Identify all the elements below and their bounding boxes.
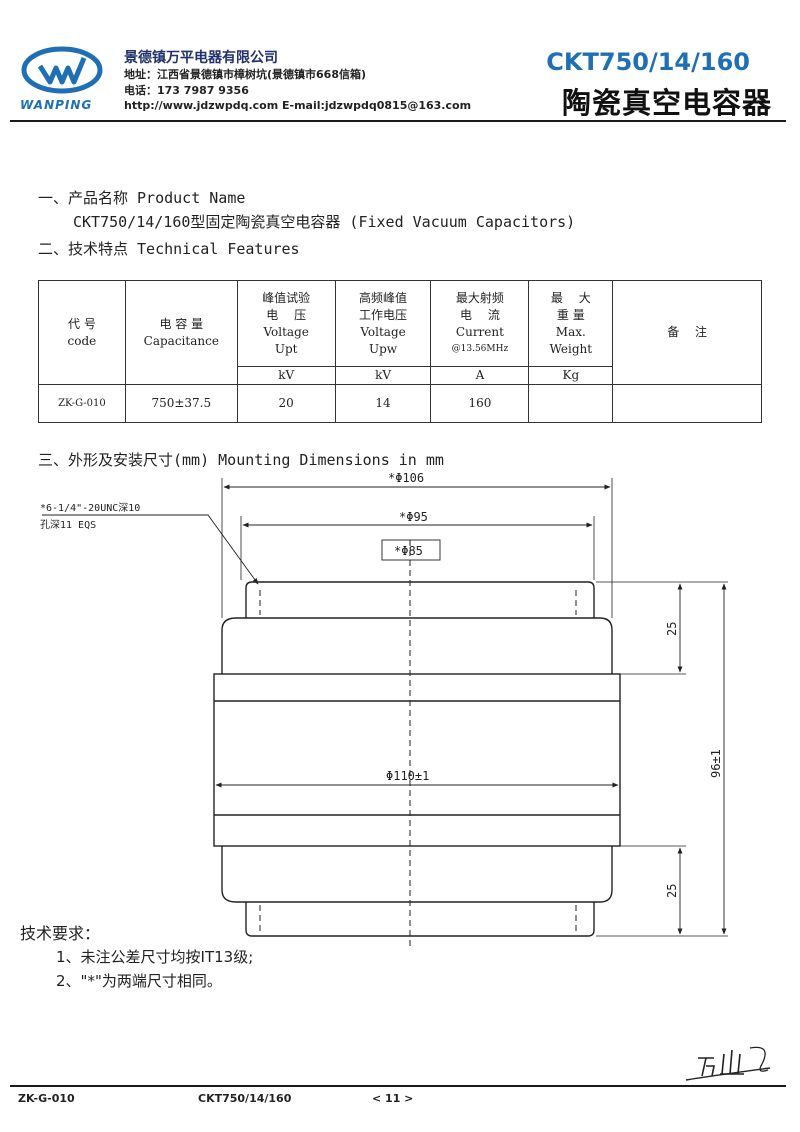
unit-work-voltage: kV — [334, 366, 432, 385]
cell-weight — [528, 384, 614, 423]
requirements-title: 技术要求： — [20, 924, 101, 943]
footer-model: CKT750/14/160 — [198, 1092, 292, 1105]
header-divider — [10, 120, 786, 122]
company-logo: WANPING — [20, 44, 112, 116]
footer-code: ZK-G-010 — [18, 1092, 75, 1105]
cell-code: ZK-G-010 — [38, 384, 126, 423]
bottom-end-cap — [245, 902, 595, 937]
company-web-email: http://www.jdzwpdq.com E-mail:jdzwpdq081… — [124, 99, 472, 112]
dim-text-25-bottom: 25 — [665, 884, 679, 898]
dim-box-85 — [381, 539, 441, 561]
requirement-item-2: 2、"*"为两端尺寸相同。 — [56, 972, 222, 990]
thread-note-line1: *6-1/4"-20UNC深10 — [40, 502, 140, 514]
dim-text-106: *Φ106 — [388, 471, 424, 485]
logo-mark-icon — [21, 46, 103, 94]
tech-features-heading: 二、技术特点 Technical Features — [38, 240, 300, 258]
company-address: 地址：江西省景德镇市樟树坑(景德镇市668信箱) — [124, 68, 367, 81]
header-product-title: 陶瓷真空电容器 — [561, 86, 772, 120]
top-end-cap — [245, 581, 595, 618]
cell-remarks — [612, 384, 762, 423]
mounting-heading: 三、外形及安装尺寸(mm) Mounting Dimensions in mm — [38, 451, 444, 469]
unit-weight: Kg — [528, 366, 614, 385]
company-phone: 电话：173 7987 9356 — [124, 84, 249, 97]
spec-unit-row: kV kV A Kg — [39, 366, 762, 385]
company-name: 景德镇万平电器有限公司 — [124, 50, 278, 66]
dim-text-95: *Φ95 — [399, 510, 428, 524]
header-weight: 最 大重 量 Max.Weight — [528, 280, 614, 367]
logo-text: WANPING — [20, 98, 93, 112]
bottom-flange — [221, 846, 613, 903]
requirement-item-1: 1、未注公差尺寸均按IT13级; — [56, 948, 254, 966]
cell-capacitance: 750±37.5 — [124, 384, 238, 423]
table-row: ZK-G-010 750±37.5 20 14 160 — [38, 384, 762, 423]
cell-rf-current: 160 — [430, 384, 530, 423]
header-model: CKT750/14/160 — [546, 48, 750, 76]
dim-text-96: 96±1 — [709, 749, 723, 778]
header-remarks: 备 注 — [612, 280, 762, 385]
thread-note-line2: 孔深11 EQS — [40, 519, 96, 531]
footer-divider — [10, 1085, 786, 1087]
dim-text-25-top: 25 — [665, 622, 679, 636]
product-name-value: CKT750/14/160型固定陶瓷真空电容器 (Fixed Vacuum Ca… — [73, 213, 576, 231]
cell-work-voltage: 14 — [334, 384, 432, 423]
thread-leader — [42, 514, 259, 585]
product-name-heading: 一、产品名称 Product Name — [38, 189, 246, 207]
ceramic-body — [213, 673, 621, 847]
signature-logo-icon — [685, 1046, 771, 1081]
footer-page-number: < 11 > — [372, 1092, 414, 1105]
dim-text-85: *Φ85 — [394, 544, 423, 558]
top-flange — [221, 617, 613, 674]
cell-test-voltage: 20 — [236, 384, 336, 423]
dim-text-110: Φ110±1 — [386, 769, 429, 783]
